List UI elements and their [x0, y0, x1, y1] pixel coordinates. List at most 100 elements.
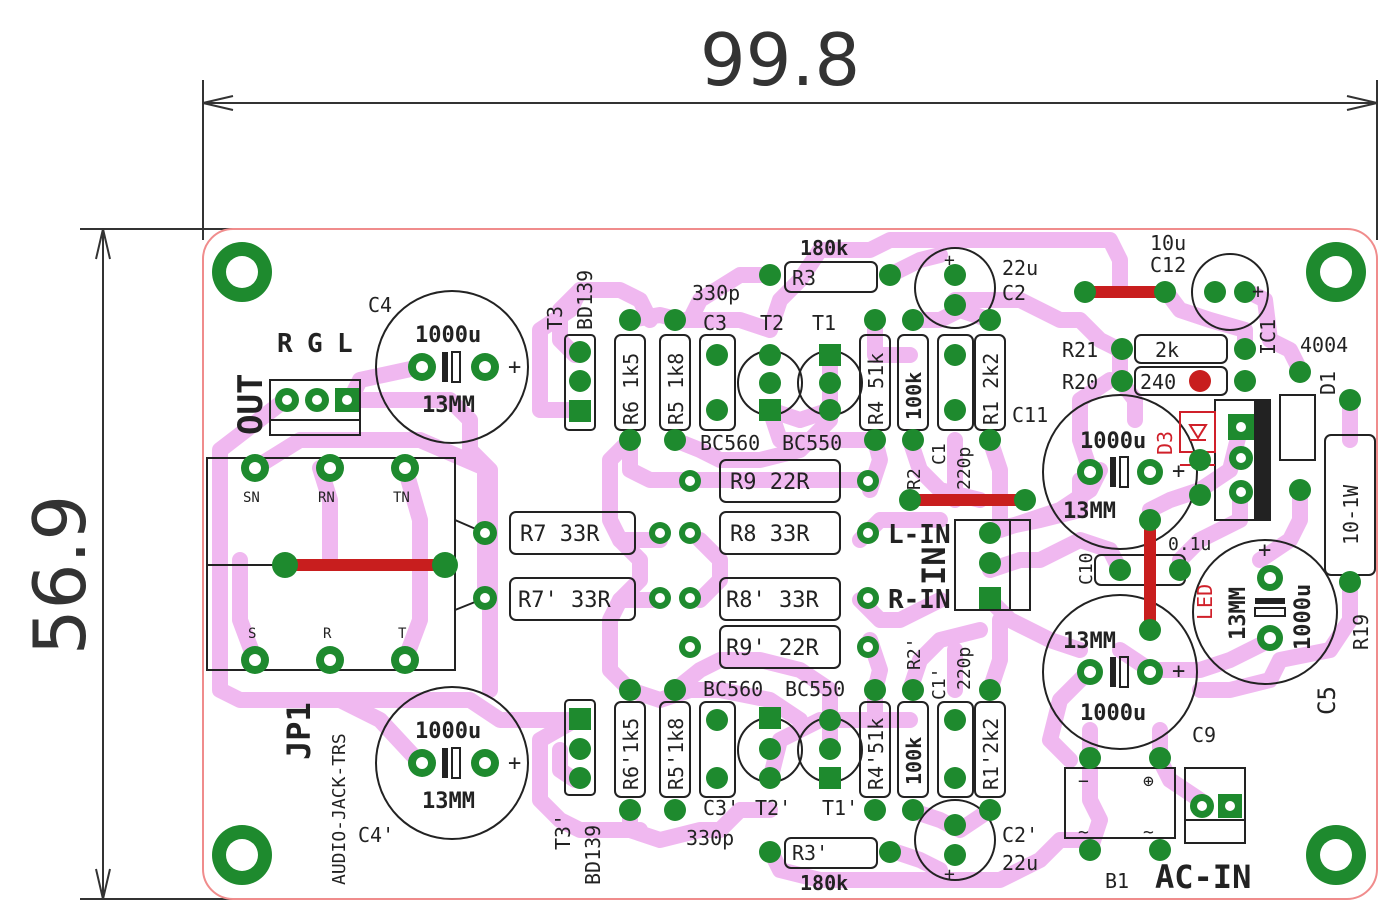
- led-label: LED: [1193, 584, 1217, 620]
- jack-pin-tn: TN: [393, 490, 410, 506]
- in-label: IN: [915, 546, 953, 585]
- copper-traces: [212, 232, 1358, 888]
- r1-label: R1 2k2: [979, 353, 1003, 425]
- c2p-label: C2': [1002, 823, 1038, 847]
- dimension-height-label: 56.9: [18, 495, 102, 655]
- jack-pin-rn: RN: [318, 490, 335, 506]
- svg-text:−: −: [1078, 771, 1089, 792]
- c4p-size: 13MM: [422, 789, 475, 814]
- c9-label: C9: [1192, 723, 1216, 747]
- c3p-label: C3': [703, 796, 739, 820]
- c5-size: 13MM: [1226, 587, 1251, 640]
- t2-label: T2: [760, 311, 784, 335]
- c12-value: 10u: [1150, 231, 1186, 255]
- g-label: G: [307, 329, 323, 359]
- capacitor-polarity-marks: [442, 351, 1286, 779]
- jumper-wires: [279, 286, 1171, 636]
- c2-label: C2: [1002, 281, 1026, 305]
- r3p-value: 180k: [800, 871, 848, 895]
- c1p-value: 220p: [954, 647, 975, 690]
- t2p-label: T2': [755, 796, 791, 820]
- svg-text:~: ~: [1143, 822, 1154, 843]
- r9p-label: R9' 22R: [726, 636, 819, 661]
- svg-text:+: +: [1252, 279, 1264, 303]
- svg-text:+: +: [944, 250, 955, 271]
- jack-pin-sn: SN: [243, 490, 260, 506]
- t1p-type: BC550: [785, 677, 845, 701]
- c5-value: 1000u: [1291, 584, 1316, 650]
- svg-text:⊕: ⊕: [1143, 771, 1154, 792]
- r1p-label: R1'2k2: [979, 718, 1003, 790]
- r4p-label: R4'51k: [864, 718, 888, 790]
- c3-label: C3: [703, 311, 727, 335]
- c12-label: C12: [1150, 253, 1186, 277]
- d1-value: 4004: [1300, 333, 1348, 357]
- svg-text:+: +: [944, 864, 955, 885]
- pad-drill-holes: [249, 361, 1276, 811]
- dimension-height: [80, 228, 250, 900]
- r3-value: 180k: [800, 236, 848, 260]
- t1-type: BC550: [782, 431, 842, 455]
- jack-pin-s: S: [248, 626, 256, 642]
- r3-label: R3: [792, 266, 816, 290]
- c4p-value: 1000u: [415, 719, 481, 744]
- jack-label: AUDIO-JACK-TRS: [329, 733, 350, 885]
- t1-label: T1: [812, 311, 836, 335]
- r3p-label: R3': [792, 841, 828, 865]
- r21-label: R21: [1062, 338, 1098, 362]
- lin-label: L-IN: [888, 520, 951, 550]
- c10-value: 0.1u: [1168, 534, 1211, 555]
- svg-text:+: +: [1258, 538, 1271, 563]
- c1p-label: C1': [929, 667, 950, 700]
- r4-label: R4 51k: [864, 353, 888, 425]
- t2p-type: BC560: [703, 677, 763, 701]
- component-pads: [241, 264, 1361, 866]
- c9-lower-value: 1000u: [1080, 701, 1146, 726]
- t3p-type: BD139: [581, 825, 605, 885]
- dimension-width: [202, 80, 1378, 240]
- r19-label: R19: [1349, 614, 1373, 650]
- c1-value: 220p: [954, 447, 975, 490]
- l-label: L: [337, 329, 353, 359]
- c4p-label: C4': [358, 823, 394, 847]
- r2-value: 100k: [902, 372, 926, 420]
- acin-label: AC-IN: [1155, 858, 1251, 896]
- svg-text:+: +: [1172, 459, 1185, 484]
- svg-text:+: +: [508, 355, 521, 380]
- r7-label: R7 33R: [520, 522, 600, 547]
- r6-label: R6 1k5: [619, 353, 643, 425]
- out-label: OUT: [231, 374, 271, 435]
- r8-label: R8 33R: [730, 522, 810, 547]
- c4-value: 1000u: [415, 323, 481, 348]
- d3-label: D3: [1153, 431, 1177, 455]
- svg-text:~: ~: [1078, 822, 1089, 843]
- r-label: R: [277, 329, 293, 359]
- t2-type: BC560: [700, 431, 760, 455]
- c9-lower-size: 13MM: [1063, 629, 1116, 654]
- r5p-label: R5'1k8: [664, 718, 688, 790]
- c5-label: C5: [1313, 686, 1341, 715]
- jp1-label: JP1: [280, 702, 318, 760]
- r6p-label: R6'1k5: [619, 718, 643, 790]
- c3-value: 330p: [692, 281, 740, 305]
- c1-label: C1: [929, 443, 950, 465]
- silkscreen-labels: OUT R G L JP1 AUDIO-JACK-TRS SN RN TN S …: [231, 231, 1373, 896]
- c9-upper-value: 1000u: [1080, 429, 1146, 454]
- r5-label: R5 1k8: [664, 353, 688, 425]
- r9-label: R9 22R: [730, 470, 810, 495]
- d1-label: D1: [1316, 371, 1340, 395]
- r2p-label: R2': [904, 637, 925, 670]
- t3-label: T3: [543, 306, 567, 330]
- t3p-label: T3': [551, 814, 575, 850]
- jack-pin-t: T: [398, 626, 407, 642]
- t1p-label: T1': [822, 796, 858, 820]
- c2-value: 22u: [1002, 256, 1038, 280]
- ic1-label: IC1: [1256, 319, 1280, 355]
- r21-value: 2k: [1155, 338, 1179, 362]
- c9-upper-size: 13MM: [1063, 499, 1116, 524]
- c10-label: C10: [1076, 552, 1097, 585]
- mounting-holes: [212, 242, 1366, 885]
- jack-pin-r: R: [323, 626, 332, 642]
- r20-label: R20: [1062, 370, 1098, 394]
